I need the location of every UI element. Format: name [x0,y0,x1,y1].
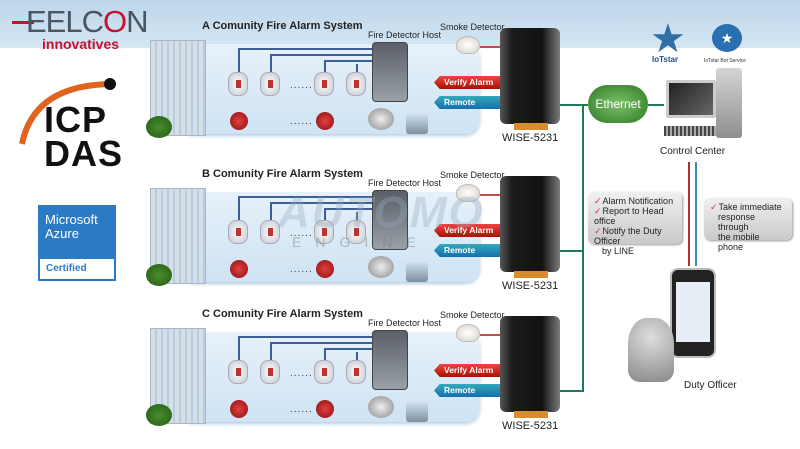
wise-5231-device [500,316,560,418]
response-callout: ✓Take immediate response through the mob… [704,198,792,252]
bush-icon [146,404,172,426]
smoke-detector-icon [456,184,480,202]
heat-detector-icon [228,360,248,384]
iotstar-logo-icon: ★ [650,17,686,61]
system-title: B Comunity Fire Alarm System [202,168,363,180]
icpdas-logo: ICP DAS [14,74,124,174]
smoke-detector-icon [456,36,480,54]
device-label: WISE-5231 [502,132,559,144]
up-arrow-icon [695,162,697,266]
system-title: A Comunity Fire Alarm System [202,20,363,32]
fire-detector-host-icon [372,190,408,250]
alarm-bell-icon [316,112,334,130]
iotstar-label: IoTstar [652,55,679,64]
monitor-icon [666,80,716,118]
device-label: WISE-5231 [502,280,559,292]
pc-tower-icon [716,68,742,138]
bush-icon [146,116,172,138]
system-c: C Comunity Fire Alarm System Fire Detect… [146,308,610,436]
sensor-icon [368,396,394,418]
heat-detector-icon [314,220,334,244]
alarm-bell-icon [316,400,334,418]
alarm-bell-icon [230,400,248,418]
duty-officer-label: Duty Officer [684,380,737,391]
smoke-detector-icon [456,324,480,342]
sensor-icon [368,108,394,130]
alarm-bell-icon [316,260,334,278]
network-bus [582,104,584,390]
fire-detector-host-icon [372,330,408,390]
keyboard-icon [664,126,716,136]
eelcon-tagline: innovatives [42,36,120,52]
heat-detector-icon [314,360,334,384]
device-label: WISE-5231 [502,420,559,432]
valve-icon [406,262,428,282]
control-center-label: Control Center [660,146,726,157]
remote-control-tag: Remote Control [434,96,506,109]
iotstar-bot-icon: ★ [712,24,742,52]
watermark-sub: ENGINE [292,234,430,250]
heat-detector-icon [346,72,366,96]
valve-icon [406,114,428,134]
alarm-bell-icon [230,260,248,278]
remote-control-tag: Remote Control [434,384,506,397]
bus-link-a [560,104,588,106]
heat-detector-icon [228,220,248,244]
heat-detector-icon [260,220,280,244]
heat-detector-icon [228,72,248,96]
bus-link-b [560,250,584,252]
notification-callout: ✓Alarm Notification ✓Report to Head offi… [588,192,682,256]
host-label: Fire Detector Host [368,178,442,188]
mobile-phone-icon [670,268,716,358]
verify-alarm-tag: Verify Alarm [434,76,506,89]
heat-detector-icon [346,220,366,244]
eelcon-logo: EELCON innovatives [8,4,188,52]
valve-icon [406,402,428,422]
smoke-label: Smoke Detector [440,22,505,32]
bush-icon [146,264,172,286]
bus-link-center [648,104,664,106]
wise-5231-device [500,28,560,130]
system-title: C Comunity Fire Alarm System [202,308,363,320]
verify-alarm-tag: Verify Alarm [434,364,506,377]
heat-detector-icon [346,360,366,384]
duty-officer-avatar [628,318,674,382]
fire-detector-host-icon [372,42,408,102]
iotstar-bot-label: IoTstar Bot Service [704,58,746,64]
watermark: AUTOMO [278,188,485,237]
ethernet-cloud: Ethernet [588,85,648,123]
heat-detector-icon [260,360,280,384]
heat-detector-icon [314,72,334,96]
remote-control-tag: Remote Control [434,244,506,257]
bus-link-c [560,390,584,392]
smoke-label: Smoke Detector [440,310,505,320]
system-a: A Comunity Fire Alarm System Fire Detect… [146,20,610,148]
host-label: Fire Detector Host [368,318,442,328]
heat-detector-icon [260,72,280,96]
sensor-icon [368,256,394,278]
alarm-bell-icon [230,112,248,130]
system-b: B Comunity Fire Alarm System Fire Detect… [146,168,610,296]
header-band [0,0,800,48]
host-label: Fire Detector Host [368,30,442,40]
down-arrow-icon [688,162,690,266]
verify-alarm-tag: Verify Alarm [434,224,506,237]
wise-5231-device [500,176,560,278]
smoke-label: Smoke Detector [440,170,505,180]
